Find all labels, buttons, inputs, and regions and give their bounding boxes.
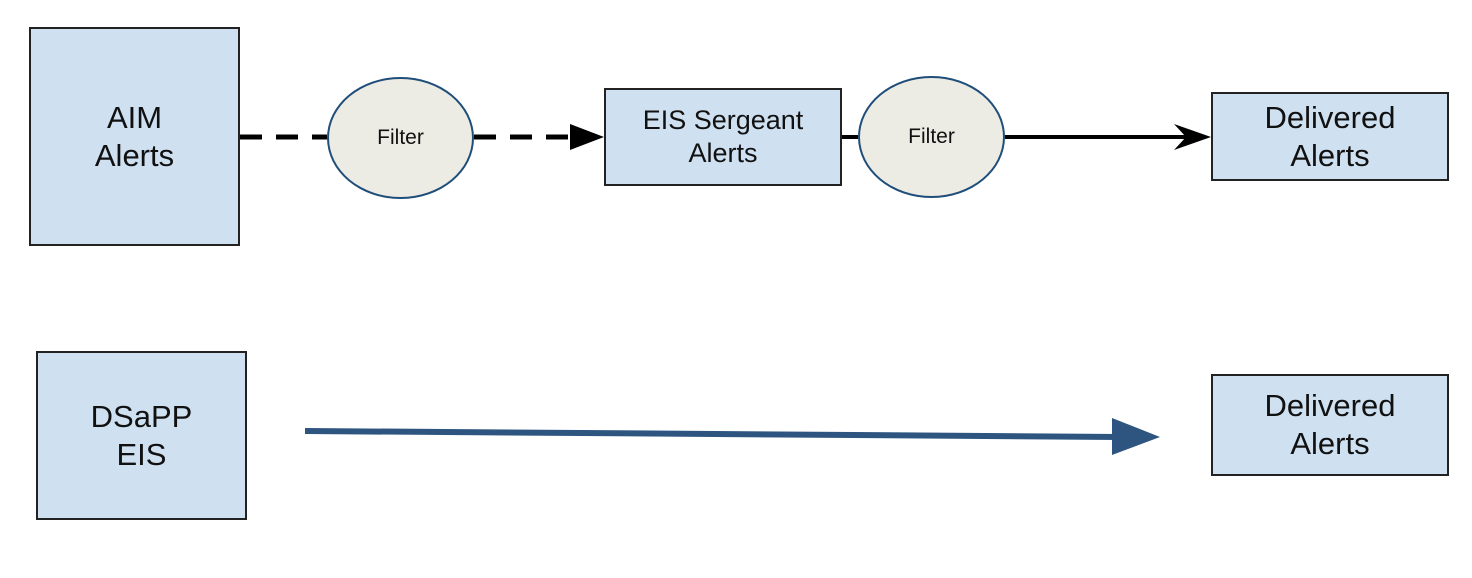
filter-label-1: Filter xyxy=(377,126,424,149)
arrowhead-delivered-top xyxy=(1174,124,1211,150)
delivered-alerts-box-top: Delivered Alerts xyxy=(1211,92,1449,181)
edge-dsapp-to-delivered xyxy=(304,428,1121,440)
arrowhead-eis-sergeant xyxy=(570,124,604,150)
dsapp-eis-label: DSaPP EIS xyxy=(90,398,193,472)
aim-alerts-label: AIM Alerts xyxy=(94,99,175,173)
dsapp-eis-box: DSaPP EIS xyxy=(36,351,247,520)
aim-alerts-box: AIM Alerts xyxy=(29,27,240,246)
filter-node-2: Filter xyxy=(858,76,1005,198)
delivered-alerts-label-bottom: Delivered Alerts xyxy=(1264,388,1396,461)
filter-label-2: Filter xyxy=(908,125,955,148)
eis-sergeant-alerts-box: EIS Sergeant Alerts xyxy=(604,88,842,186)
filter-node-1: Filter xyxy=(327,77,474,199)
eis-sergeant-alerts-label: EIS Sergeant Alerts xyxy=(642,105,804,168)
delivered-alerts-box-bottom: Delivered Alerts xyxy=(1211,374,1449,476)
delivered-alerts-label-top: Delivered Alerts xyxy=(1264,99,1396,173)
arrowhead-delivered-bottom xyxy=(1112,418,1160,455)
